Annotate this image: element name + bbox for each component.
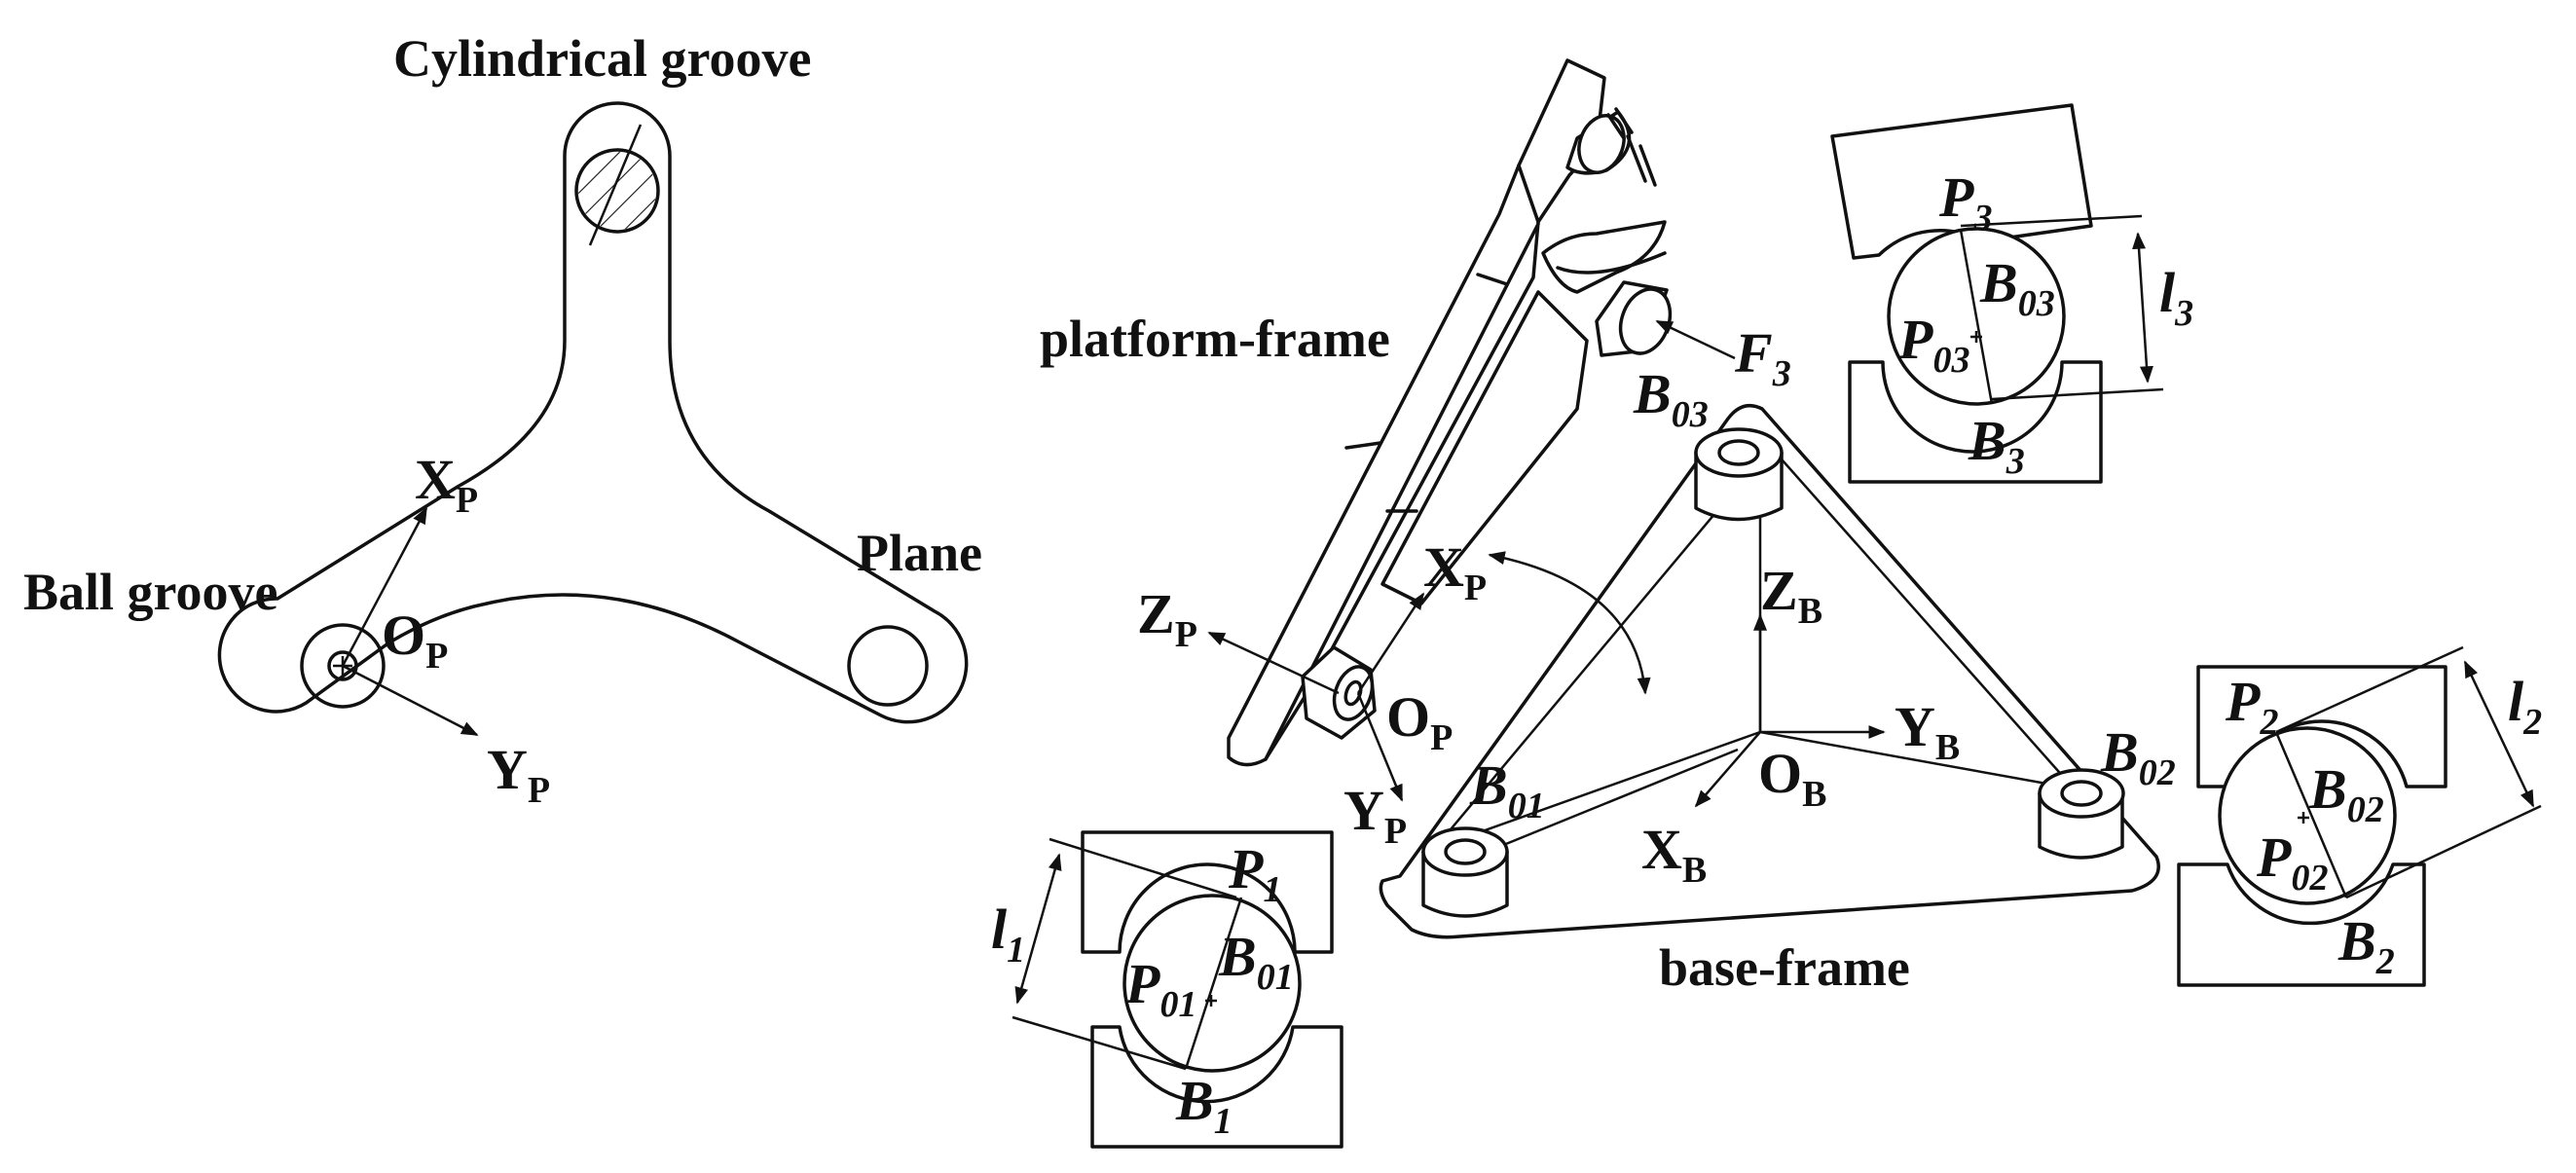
cylindrical-groove-label: Cylindrical groove <box>393 29 811 88</box>
mid-xp-label: XP <box>1423 535 1487 608</box>
base-zb-label: ZB <box>1760 559 1822 632</box>
base-frame <box>1379 403 2160 939</box>
mid-op-label: OP <box>1386 685 1453 758</box>
ball-groove-label: Ball groove <box>23 563 277 621</box>
detail1-l-label: l1 <box>991 898 1025 971</box>
base-pad-b02 <box>2038 768 2125 860</box>
base-xb-label: XB <box>1641 818 1707 891</box>
mid-xp-arrow <box>1356 592 1425 694</box>
cylindrical-groove-icon <box>574 124 660 246</box>
rotation-arrow <box>1488 551 1651 695</box>
base-yb-label: YB <box>1895 695 1960 768</box>
mid-zp-arrow <box>1207 631 1340 695</box>
detail2-p0-label: P02 <box>2256 825 2328 898</box>
detail2-l-label: l2 <box>2508 670 2542 743</box>
detail2-p-label: P2 <box>2225 670 2278 743</box>
platform-frame-label: platform-frame <box>1040 310 1390 368</box>
detail1-b0-label: B01 <box>1218 925 1294 998</box>
base-b02-label: B02 <box>2100 720 2176 793</box>
force-label: F3 <box>1734 321 1791 394</box>
base-ob-label: OB <box>1758 742 1826 815</box>
left-op-label: OP <box>382 604 448 677</box>
platform-frame <box>1227 58 1673 767</box>
y-axis-arrow <box>342 664 479 737</box>
detail-ball-2 <box>2177 645 2542 987</box>
detail1-p0-label: P01 <box>1124 952 1196 1025</box>
plane-label: Plane <box>857 524 982 582</box>
ball-groove-icon <box>300 623 386 709</box>
mid-yp-arrow <box>1356 692 1404 802</box>
detail3-p-label: P3 <box>1938 165 1992 238</box>
detail3-p0-label: P03 <box>1897 308 1969 381</box>
left-xp-label: XP <box>415 448 478 521</box>
platform-top-view <box>217 101 969 737</box>
detail-ball-1 <box>1012 830 1343 1149</box>
detail3-b-label: B3 <box>1968 409 2025 482</box>
base-b01-label: B01 <box>1469 753 1545 826</box>
base-frame-label: base-frame <box>1659 938 1910 997</box>
base-b03-label: B03 <box>1633 362 1709 435</box>
base-pad-b03 <box>1694 427 1784 522</box>
base-pad-b01 <box>1421 826 1509 918</box>
mid-zp-label: ZP <box>1137 582 1197 655</box>
detail1-b-label: B1 <box>1175 1069 1233 1142</box>
detail-ball-3 <box>1830 103 2164 484</box>
detail3-l-label: l3 <box>2159 261 2193 334</box>
detail2-b0-label: B02 <box>2308 757 2384 830</box>
plane-pad-icon <box>847 625 929 707</box>
left-yp-label: YP <box>487 738 550 811</box>
detail2-b-label: B2 <box>2337 909 2395 982</box>
base-xb-arrow <box>1694 731 1761 808</box>
force-arrow <box>1655 319 1736 360</box>
mid-yp-label: YP <box>1343 779 1407 852</box>
platform-outline <box>217 101 969 724</box>
detail1-p-label: P1 <box>1228 837 1281 910</box>
detail3-b0-label: B03 <box>1979 251 2055 324</box>
x-axis-arrow <box>341 506 428 667</box>
